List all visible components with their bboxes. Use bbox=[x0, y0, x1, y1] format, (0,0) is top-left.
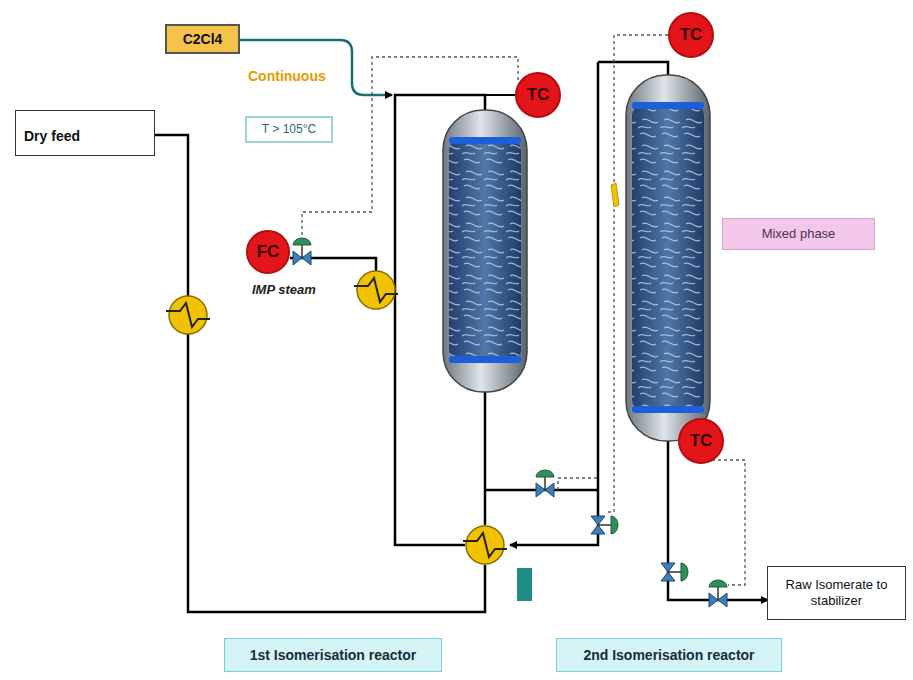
stream-label: IMP steam bbox=[252, 282, 316, 297]
drawing-part bbox=[591, 516, 618, 534]
node-text: C2Cl4 bbox=[183, 31, 223, 48]
drawing-part bbox=[661, 563, 688, 581]
control-valve bbox=[591, 516, 618, 534]
thermowell-line bbox=[485, 94, 515, 96]
signal-tag bbox=[611, 183, 619, 207]
feed-box: Dry feed bbox=[15, 110, 155, 156]
condition-box: T > 105°C bbox=[245, 116, 333, 143]
process-pipe bbox=[155, 62, 768, 612]
drawing-part bbox=[598, 62, 668, 75]
heat-exchanger bbox=[354, 271, 398, 309]
drawing-part bbox=[632, 105, 704, 410]
node-text: 1st Isomerisation reactor bbox=[250, 647, 417, 664]
product-box: Raw Isomerate to stabilizer bbox=[767, 566, 906, 620]
node-text: Dry feed bbox=[24, 128, 80, 145]
drawing-part bbox=[443, 110, 527, 392]
drawing-part bbox=[449, 140, 521, 360]
phase-box: Mixed phase bbox=[722, 218, 875, 250]
reactor-vessel bbox=[626, 75, 710, 441]
node-text: TC bbox=[680, 25, 703, 45]
reactor-vessel bbox=[443, 110, 527, 392]
node-text: Raw Isomerate to stabilizer bbox=[774, 577, 899, 608]
chemical-box: C2Cl4 bbox=[165, 24, 240, 54]
drawing-part bbox=[626, 75, 710, 441]
drawing-part bbox=[449, 356, 521, 363]
drawing-part bbox=[155, 135, 485, 612]
drawing-part bbox=[449, 137, 521, 144]
drawing-part bbox=[632, 406, 704, 413]
controller-circle: FC bbox=[246, 230, 290, 274]
note-label: Continuous bbox=[248, 68, 326, 84]
signal-line bbox=[302, 35, 745, 585]
node-text: Mixed phase bbox=[762, 226, 836, 242]
caption-box: 1st Isomerisation reactor bbox=[224, 638, 442, 672]
controller-circle: TC bbox=[678, 418, 724, 464]
node-text: TC bbox=[690, 431, 713, 451]
drawing-part bbox=[290, 258, 376, 272]
control-valve bbox=[293, 238, 311, 265]
node-text: FC bbox=[257, 242, 280, 262]
control-valve bbox=[661, 563, 688, 581]
node-text: T > 105°C bbox=[262, 122, 316, 136]
drawing-part bbox=[632, 105, 704, 410]
node-text: TC bbox=[527, 85, 550, 105]
control-valve bbox=[536, 470, 554, 497]
injection-line bbox=[240, 40, 392, 95]
caption-box: 2nd Isomerisation reactor bbox=[556, 638, 782, 672]
drawing-part bbox=[712, 460, 745, 585]
drawing-part bbox=[632, 102, 704, 109]
level-indicator bbox=[517, 568, 532, 601]
heat-exchanger bbox=[463, 526, 507, 564]
controller-circle: TC bbox=[515, 72, 561, 118]
drawing-part bbox=[484, 390, 487, 525]
drawing-part bbox=[558, 478, 598, 490]
node-text: 2nd Isomerisation reactor bbox=[583, 647, 754, 664]
heat-exchanger bbox=[166, 296, 210, 334]
control-valve bbox=[709, 580, 727, 607]
drawing-part bbox=[449, 140, 521, 360]
controller-circle: TC bbox=[668, 12, 714, 58]
